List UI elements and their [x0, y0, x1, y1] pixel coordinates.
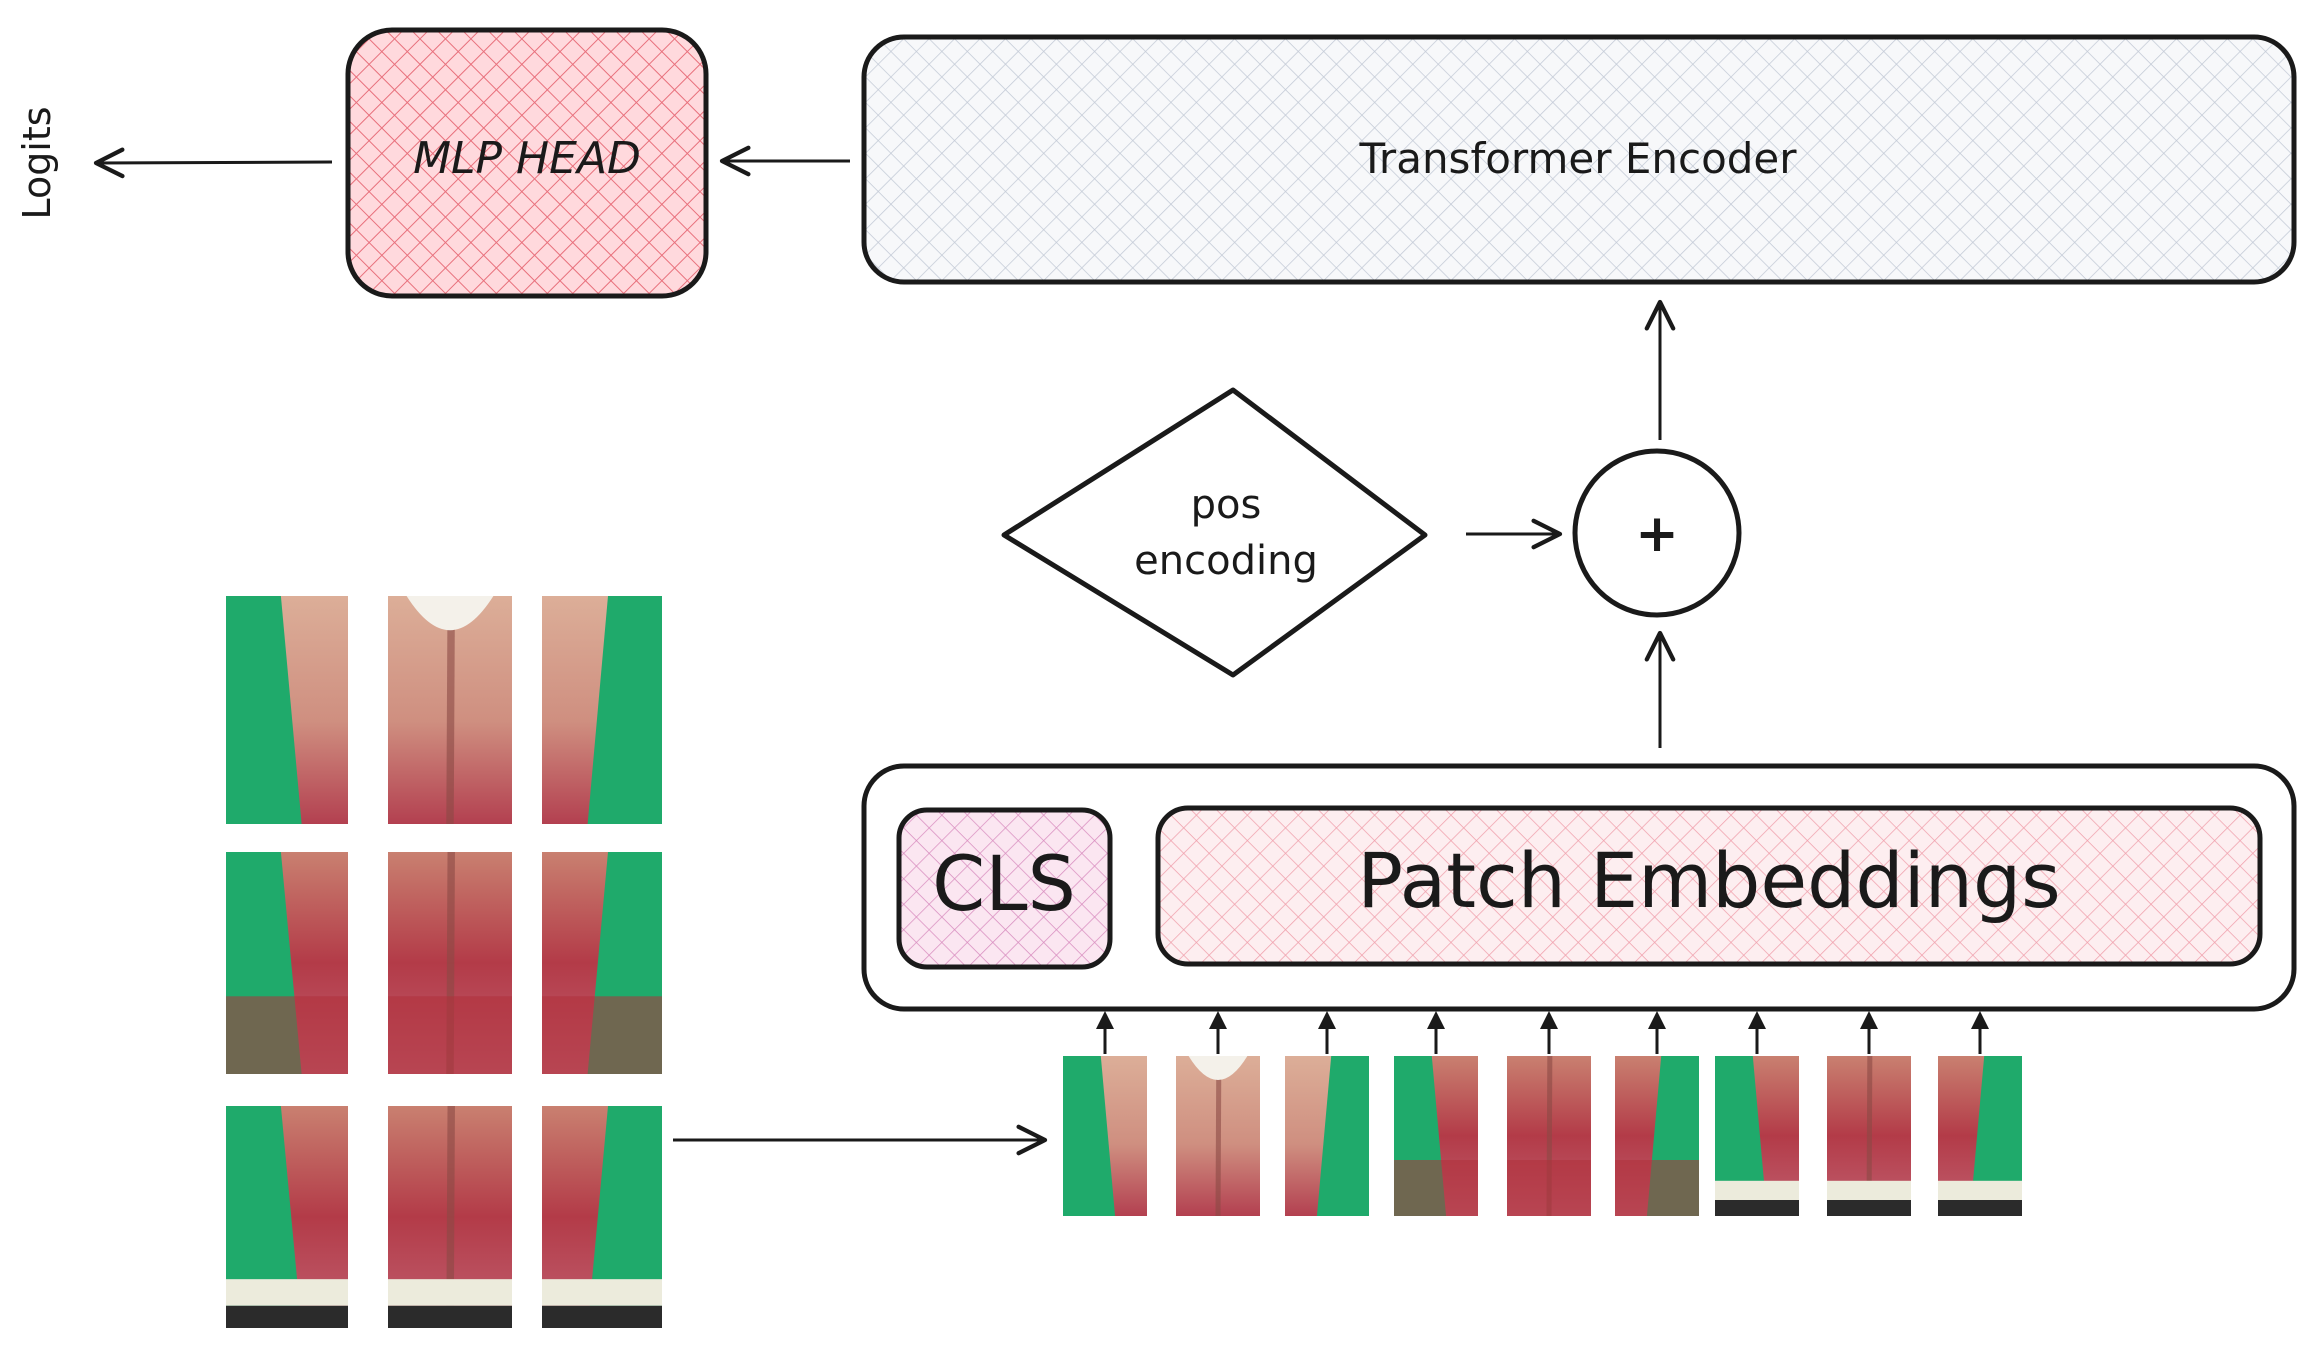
grid-patch-r2-c2 [542, 1106, 662, 1328]
logits-label: Logits [15, 106, 59, 219]
grid-patch-r0-c2 [542, 596, 662, 824]
sequence-patch-8 [1827, 1056, 1911, 1216]
transformer-encoder-label: Transformer Encoder [1358, 134, 1797, 183]
cls-token-label: CLS [932, 839, 1076, 928]
grid-patch-r0-c0 [226, 596, 348, 824]
pos-encoding-label-line2: encoding [1134, 538, 1318, 584]
patch-embeddings-box [1155, 805, 2263, 967]
grid-patch-r1-c0 [226, 852, 348, 1074]
add-operator-symbol: + [1635, 504, 1679, 564]
embedding-container: CLS Patch Embeddings [861, 763, 2297, 1012]
input-image-grid [226, 596, 662, 1328]
pos-encoding-block: pos encoding [1001, 387, 1428, 678]
pos-encoding-label-line1: pos [1191, 482, 1262, 528]
grid-patch-r1-c1 [388, 852, 512, 1074]
grid-patch-r2-c0 [226, 1106, 348, 1328]
mlp-head-block: MLP HEAD [345, 27, 709, 299]
grid-patch-r1-c2 [542, 852, 662, 1074]
sequence-patch-9 [1938, 1056, 2022, 1216]
sequence-patch-2 [1176, 1056, 1260, 1216]
grid-patch-r2-c1 [388, 1106, 512, 1328]
sequence-patch-1 [1063, 1056, 1147, 1216]
mlp-head-label: MLP HEAD [413, 133, 641, 184]
cls-token-box [896, 807, 1113, 970]
sequence-patch-3 [1285, 1056, 1369, 1216]
patch-sequence [1063, 1011, 2022, 1216]
sequence-patch-7 [1715, 1056, 1799, 1216]
add-operator: + [1572, 448, 1742, 618]
arrow-mlp-to-logits [93, 147, 333, 179]
patch-embeddings-label: Patch Embeddings [1357, 836, 2061, 925]
sequence-patch-6 [1615, 1056, 1699, 1216]
sequence-patch-5 [1507, 1056, 1591, 1216]
grid-patch-r0-c1 [388, 596, 512, 824]
sequence-patch-4 [1394, 1056, 1478, 1216]
transformer-encoder-block: Transformer Encoder [861, 34, 2297, 285]
